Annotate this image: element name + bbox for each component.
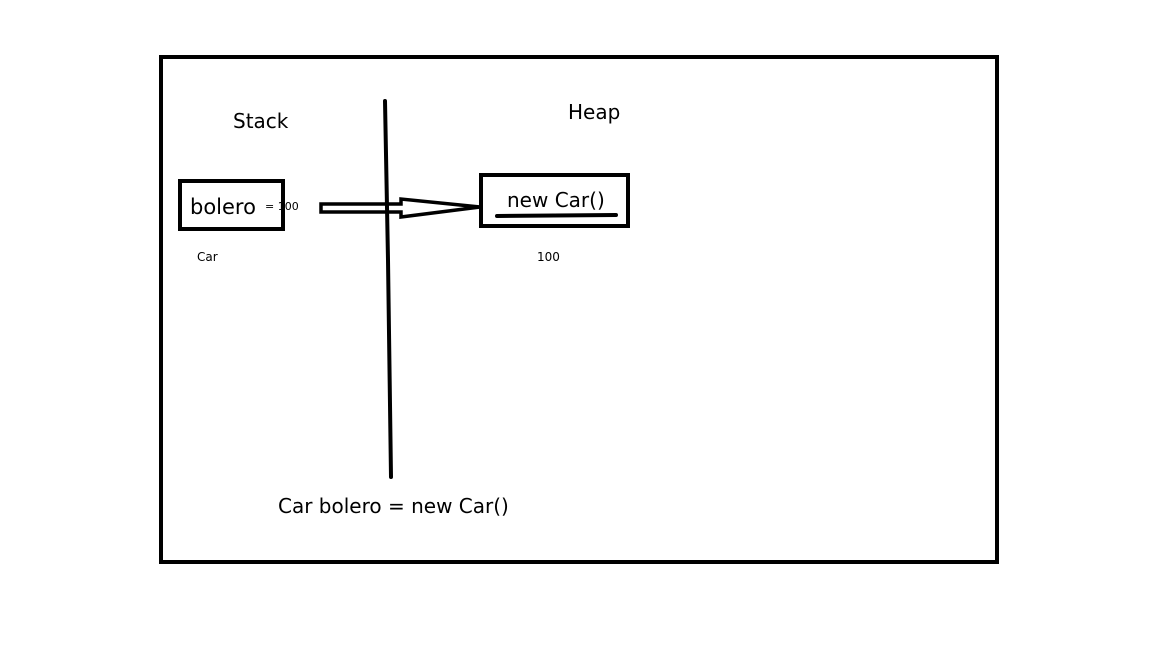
stack-heap-divider [383, 99, 393, 479]
diagram-frame [159, 55, 999, 564]
heap-object-address: 100 [537, 250, 560, 264]
heap-object-box [479, 173, 630, 228]
stack-variable-box [178, 179, 285, 231]
stack-variable-type: Car [197, 250, 218, 264]
heap-title: Heap [568, 100, 621, 124]
stack-variable-name: bolero [190, 195, 256, 219]
heap-object-underline [495, 213, 618, 218]
heap-object-expression: new Car() [507, 188, 605, 212]
stack-variable-value: = 100 [265, 200, 299, 213]
code-statement: Car bolero = new Car() [278, 494, 509, 518]
reference-arrow [319, 197, 481, 219]
stack-title: Stack [233, 109, 289, 133]
